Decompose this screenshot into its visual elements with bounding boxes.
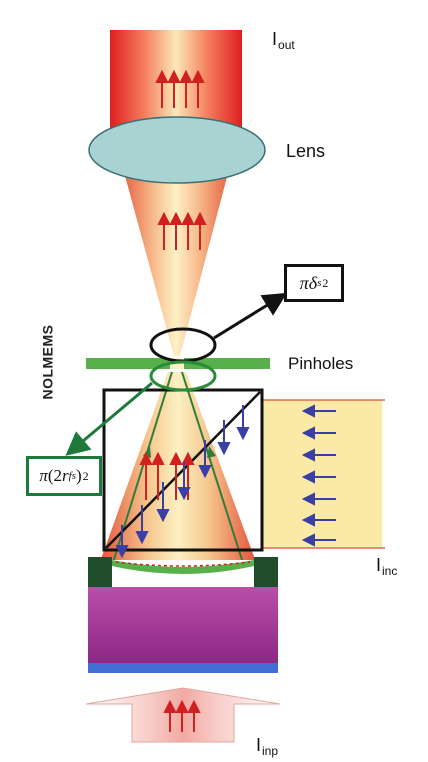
source-area-close: ) bbox=[76, 466, 82, 485]
incident-intensity-label: Iinc bbox=[376, 556, 397, 577]
mems-membrane bbox=[112, 560, 254, 574]
incident-beam-arrows bbox=[301, 404, 336, 547]
nolmems-label: NOLMEMS bbox=[40, 322, 56, 402]
cube-red-arrows bbox=[139, 451, 195, 500]
upper-focusing-cone bbox=[118, 150, 234, 356]
output-intensity-subscript: out bbox=[278, 38, 295, 52]
source-callout-arrow bbox=[65, 381, 153, 456]
source-area-r: r bbox=[62, 466, 69, 485]
mems-membrane-dashed bbox=[115, 561, 251, 567]
output-intensity-label: Iout bbox=[272, 30, 295, 51]
incident-beam bbox=[262, 400, 382, 548]
input-intensity-label: Iinp bbox=[256, 736, 278, 757]
mems-gate-layer bbox=[88, 587, 278, 663]
lens-label: Lens bbox=[286, 141, 326, 161]
pinholes-label: Pinholes bbox=[288, 354, 354, 373]
spot-area-superscript: 2 bbox=[322, 275, 329, 290]
source-area-subscript: fs bbox=[68, 470, 76, 482]
input-intensity-symbol: I bbox=[256, 735, 262, 755]
spot-area-pi: π bbox=[299, 272, 309, 293]
lens bbox=[88, 116, 266, 184]
input-beam-arrows bbox=[163, 699, 201, 732]
incident-intensity-symbol: I bbox=[376, 555, 382, 575]
mems-right-block bbox=[254, 557, 278, 587]
source-area-superscript: 2 bbox=[82, 468, 89, 483]
spot-callout-arrow bbox=[213, 292, 288, 340]
cube-blue-arrows bbox=[115, 405, 250, 559]
output-intensity-symbol: I bbox=[272, 29, 278, 49]
green-cone-right bbox=[181, 371, 245, 567]
spot-area-subscript: s bbox=[317, 277, 322, 289]
source-spot-outline bbox=[149, 360, 217, 392]
source-area-pi: π bbox=[39, 466, 48, 485]
source-area-open: (2 bbox=[47, 466, 63, 485]
upper-cone-arrows bbox=[157, 211, 207, 250]
mems-left-block bbox=[88, 557, 112, 587]
mems-substrate-layer bbox=[88, 663, 278, 673]
input-intensity-subscript: inp bbox=[262, 744, 279, 758]
spot-area-delta: δ bbox=[308, 272, 318, 293]
incident-intensity-subscript: inc bbox=[382, 564, 398, 578]
nolmems-text: NOLMEMS bbox=[40, 324, 56, 400]
output-beam-arrows bbox=[155, 69, 205, 108]
